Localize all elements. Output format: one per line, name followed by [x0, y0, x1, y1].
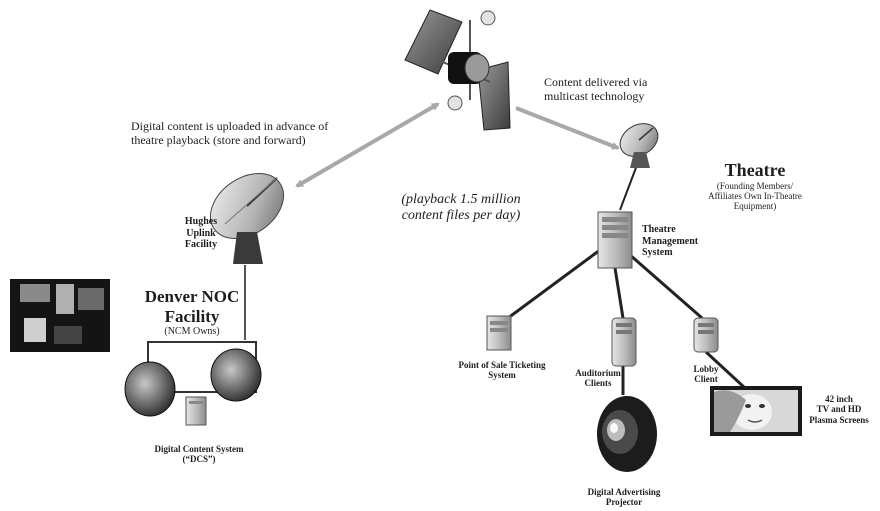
hughes-label: Hughes Uplink Facility [184, 216, 218, 250]
dish-to-tms-line [619, 164, 638, 211]
uplink-arrow [295, 102, 440, 188]
uplink-dish-icon [210, 173, 284, 264]
uplink-note: Digital content is uploaded in advance o… [131, 119, 329, 147]
denver-label: Denver NOC Facility (NCM Owns) [144, 287, 240, 338]
auditorium-label: Auditorium Clients [575, 368, 621, 389]
plasma-label: 42 inch TV and HD Plasma Screens [809, 394, 869, 425]
satellite-dish-icon [619, 123, 659, 168]
plasma-screen-icon [710, 386, 802, 436]
tms-to-pos-line [507, 248, 601, 320]
dcs-label: Digital Content System (“DCS”) [154, 444, 244, 465]
person-photo-icon [124, 361, 176, 417]
auditorium-server-icon [611, 317, 637, 367]
downlink-arrow [515, 106, 620, 150]
projector-label: Digital Advertising Projector [587, 487, 661, 508]
projector-icon [597, 396, 657, 472]
pos-label: Point of Sale Ticketing System [458, 360, 546, 381]
lobby-to-plasma-line [704, 350, 747, 390]
operator-photo-icon [210, 348, 262, 402]
tms-to-lobby-line [629, 253, 703, 320]
satellite-icon [404, 9, 511, 131]
tms-to-auditorium-line [613, 267, 625, 319]
server-tower-icon [597, 211, 633, 269]
playback-note: (playback 1.5 million content files per … [401, 192, 521, 224]
pos-server-icon [486, 315, 512, 351]
tms-label: Theatre Management System [642, 224, 699, 258]
lobby-server-icon [693, 317, 719, 353]
multicast-note: Content delivered via multicast technolo… [544, 75, 648, 103]
control-room-photo-icon [10, 279, 110, 352]
dcs-server-icon [185, 396, 207, 426]
theatre-label: Theatre (Founding Members/ Affiliates Ow… [708, 160, 802, 212]
lobby-label: Lobby Client [693, 364, 719, 385]
